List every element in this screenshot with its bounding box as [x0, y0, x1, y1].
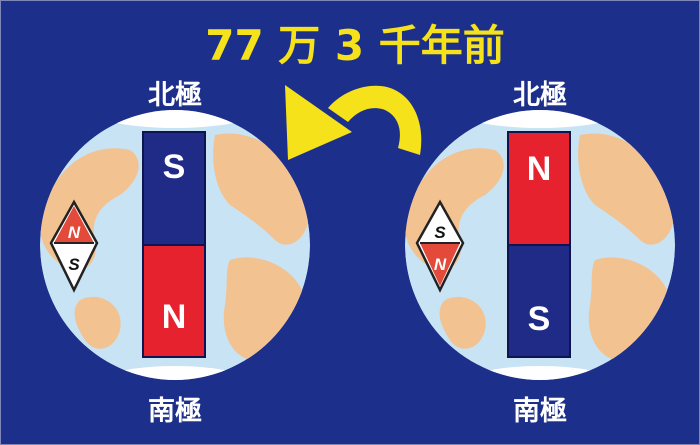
land-mass [74, 296, 121, 349]
compass-bottom-label: S [68, 255, 80, 274]
compass-icon: N S [49, 199, 99, 293]
south-pole-label: 南極 [148, 396, 202, 427]
magnet-bottom-half [142, 244, 206, 358]
magnet-top-half [142, 131, 206, 246]
south-pole-label: 南極 [513, 396, 567, 427]
compass-top-label: N [68, 223, 81, 242]
land-mass [439, 296, 486, 349]
curved-arrow-left-icon [285, 85, 422, 160]
compass-bottom-label: N [434, 255, 447, 274]
magnet-top-label: S [163, 148, 186, 186]
magnet-top-half [507, 131, 571, 246]
magnet-top-label: N [527, 150, 552, 188]
magnet-bottom-label: N [162, 298, 187, 336]
magnet-bottom-half [507, 244, 571, 358]
compass-top-label: S [434, 223, 446, 242]
north-pole-label: 北極 [148, 80, 202, 111]
title: 77 万 3 千年前 [205, 21, 505, 70]
right-globe: N S S N 北極 南極 [405, 80, 675, 427]
magnet-bottom-label: S [528, 300, 551, 338]
north-pole-label: 北極 [513, 80, 567, 111]
compass-icon: S N [415, 199, 465, 293]
